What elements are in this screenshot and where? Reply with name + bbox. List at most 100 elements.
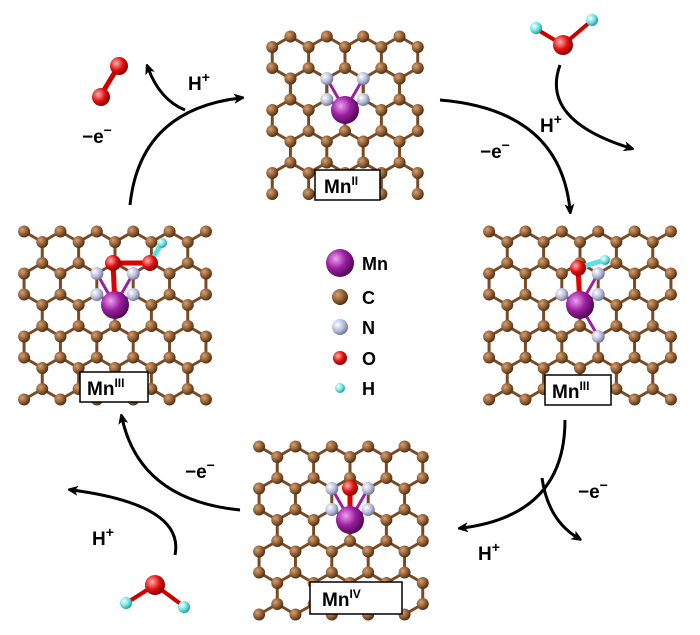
carbon-atom (253, 545, 266, 558)
carbon-atom (610, 362, 623, 374)
carbon-atom (344, 451, 356, 463)
carbon-atom (266, 41, 279, 53)
carbon-atom (483, 351, 496, 364)
carbon-atom (555, 330, 568, 343)
nitrogen-atom (555, 288, 569, 301)
carbon-atom (357, 135, 370, 148)
carbon-atom (36, 257, 49, 269)
carbon-atom (36, 320, 49, 332)
legend-c-swatch (332, 289, 348, 305)
carbon-atom (393, 72, 406, 85)
carbon-atom (483, 288, 496, 301)
carbon-atom (393, 93, 406, 106)
nitrogen-atom (90, 267, 104, 280)
carbon-atom (646, 362, 659, 374)
carbon-atom (36, 299, 49, 311)
carbon-atom (302, 62, 315, 74)
carbon-atom (646, 383, 659, 395)
carbon-atom (501, 362, 514, 374)
carbon-atom (501, 383, 514, 395)
nitrogen-atom (320, 93, 334, 106)
nitrogen-atom (361, 503, 375, 516)
carbon-atom (398, 503, 411, 516)
carbon-atom (72, 257, 85, 269)
nitrogen-atom (325, 482, 339, 495)
carbon-atom (375, 41, 388, 53)
carbon-atom (266, 125, 279, 137)
carbon-atom (664, 330, 677, 343)
carbon-atom (36, 383, 49, 395)
carbon-atom (398, 440, 411, 453)
carbon-atom (519, 330, 532, 343)
legend-h-label: H (362, 379, 375, 399)
carbon-atom (127, 225, 140, 238)
carbon-atom (181, 320, 194, 332)
carbon-atom (646, 299, 659, 311)
carbon-atom (501, 299, 514, 311)
carbon-atom (307, 535, 320, 547)
carbon-atom (253, 608, 266, 621)
carbon-atom (284, 135, 297, 148)
carbon-atom (628, 330, 641, 343)
svg-text:MnIV: MnIV (322, 587, 361, 611)
carbon-atom (163, 225, 176, 238)
label-mn-iii-left: MnIII (79, 371, 149, 403)
carbon-atom (411, 125, 424, 137)
carbon-atom (537, 236, 550, 248)
carbon-atom (519, 225, 532, 238)
carbon-atom (664, 225, 677, 238)
carbon-atom (302, 167, 315, 179)
carbon-atom (320, 30, 333, 43)
carbon-atom (362, 545, 375, 558)
carbon-atom (610, 257, 623, 269)
manganese-atom (331, 96, 359, 124)
hydrogen-atom (178, 601, 190, 613)
carbon-atom (199, 288, 212, 301)
oxygen-atom (110, 57, 128, 75)
carbon-atom (284, 72, 297, 85)
carbon-atom (163, 393, 176, 406)
electron-label-bottom-right: −e− (578, 477, 608, 503)
proton-label-bottom-left: H+ (92, 524, 114, 550)
carbon-atom (109, 362, 121, 374)
hydrogen-atom (120, 597, 132, 609)
carbon-atom (72, 236, 85, 248)
carbon-atom (592, 351, 605, 364)
carbon-atom (307, 451, 320, 463)
legend-mn-label: Mn (362, 254, 388, 274)
legend-o-swatch (333, 351, 347, 365)
carbon-atom (266, 62, 279, 74)
svg-text:MnII: MnII (324, 174, 358, 198)
carbon-atom (664, 267, 677, 280)
oxygen-atom (92, 88, 110, 106)
nitrogen-atom (361, 482, 375, 495)
carbon-atom (289, 608, 302, 621)
carbon-atom (519, 393, 532, 406)
carbon-atom (610, 320, 623, 332)
carbon-atom (320, 156, 333, 169)
carbon-atom (519, 267, 532, 280)
carbon-atom (271, 598, 284, 610)
carbon-atom (325, 566, 338, 579)
arrow-bottom-to-left (122, 418, 241, 512)
oxygen-atom (105, 255, 121, 271)
hydrogen-atom (600, 255, 610, 265)
nitrogen-atom (591, 288, 605, 301)
carbon-atom (555, 351, 568, 364)
carbon-atom (393, 135, 406, 148)
carbon-atom (362, 440, 375, 453)
nitrogen-atom (591, 330, 605, 343)
carbon-atom (628, 351, 641, 364)
water-molecule-bottom (120, 575, 190, 613)
carbon-atom (628, 288, 641, 301)
carbon-atom (72, 362, 85, 374)
carbon-atom (284, 156, 297, 169)
carbon-atom (302, 188, 315, 200)
carbon-atom (271, 514, 284, 526)
carbon-atom (199, 330, 212, 343)
nitrogen-atom (320, 72, 334, 85)
carbon-atom (163, 330, 176, 343)
carbon-atom (380, 535, 393, 547)
carbon-atom (664, 288, 677, 301)
legend-n-swatch (332, 319, 348, 335)
